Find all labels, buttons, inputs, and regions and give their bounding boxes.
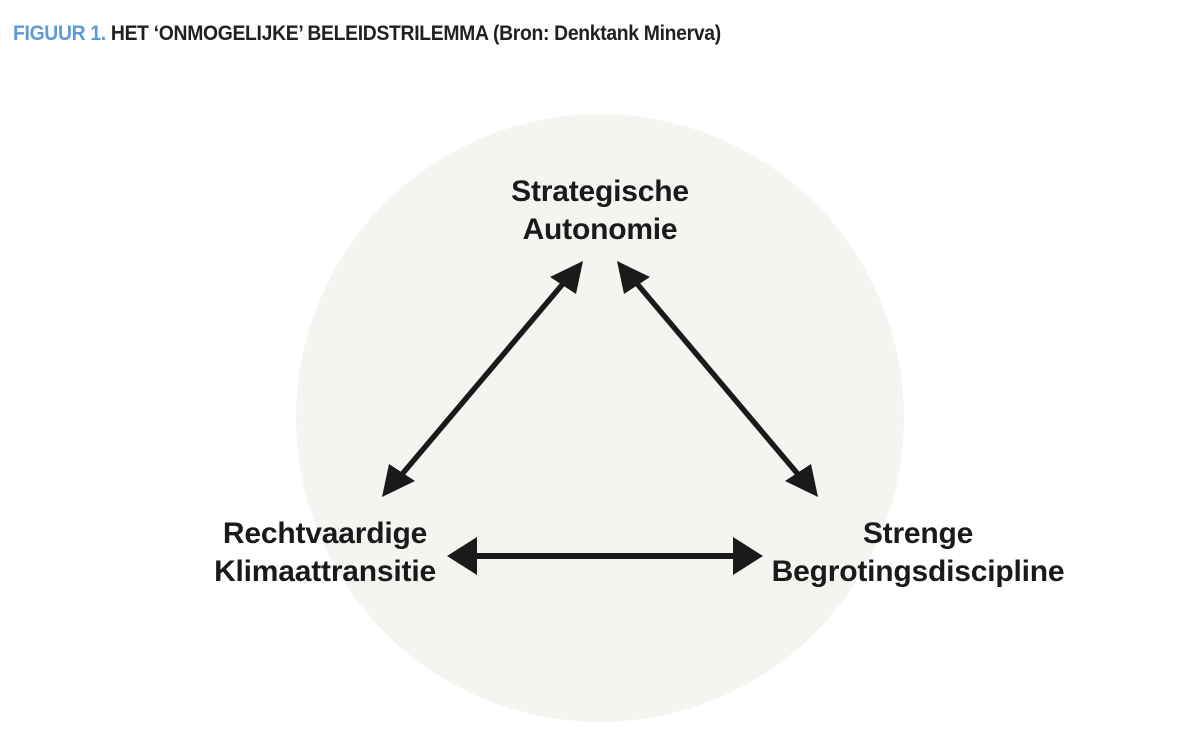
figure-caption-text: HET ‘ONMOGELIJKE’ BELEIDSTRILEMMA (Bron:… [110, 21, 721, 45]
connector-left-shaft [395, 277, 570, 481]
node-rechtvaardige-klimaattransitie-line-2: Klimaattransitie [214, 555, 436, 589]
arrowhead-right-upper-icon [617, 261, 650, 294]
connector-right-shaft [630, 277, 805, 481]
node-strategische-autonomie-line-1: Strategische [511, 175, 689, 208]
connector-left-edge [382, 261, 583, 497]
figure-number-label: FIGUUR 1. [13, 21, 106, 45]
node-strenge-begrotingsdiscipline: Strenge Begrotingsdiscipline [772, 515, 1065, 592]
arrowhead-bottom-left-icon [447, 537, 477, 575]
circle-backdrop [296, 114, 904, 722]
arrowhead-left-lower-icon [382, 464, 415, 497]
connector-right-edge [617, 261, 818, 497]
node-rechtvaardige-klimaattransitie: Rechtvaardige Klimaattransitie [214, 515, 436, 592]
arrowhead-left-upper-icon [550, 261, 583, 294]
figure-title: FIGUUR 1. HET ‘ONMOGELIJKE’ BELEIDSTRILE… [13, 18, 1057, 48]
arrowhead-bottom-right-icon [733, 537, 763, 575]
node-strenge-begrotingsdiscipline-line-2: Begrotingsdiscipline [771, 555, 1065, 589]
node-strenge-begrotingsdiscipline-line-1: Strenge [862, 517, 974, 550]
node-strategische-autonomie-line-2: Autonomie [522, 213, 678, 247]
arrowhead-right-lower-icon [785, 464, 818, 497]
node-rechtvaardige-klimaattransitie-line-1: Rechtvaardige [222, 517, 428, 550]
node-strategische-autonomie: Strategische Autonomie [511, 173, 689, 250]
connector-bottom-edge [447, 537, 763, 575]
